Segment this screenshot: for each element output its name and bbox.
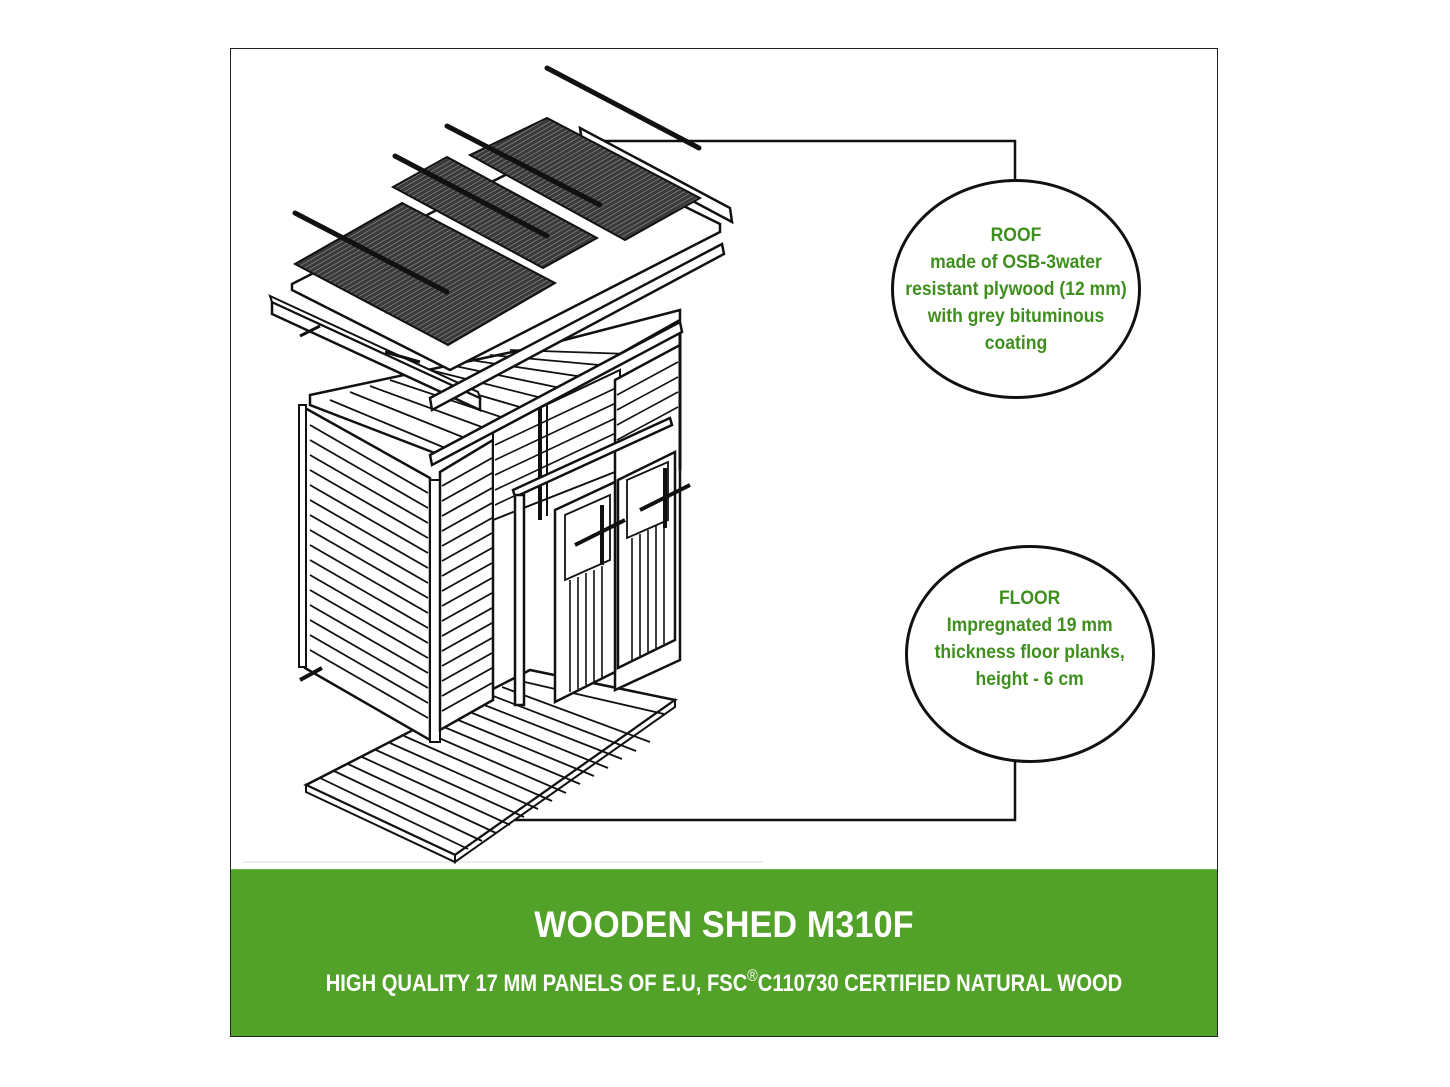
floor-callout-line: height - 6 cm	[975, 668, 1085, 690]
roof-trims	[292, 65, 702, 295]
registered-mark: ®	[747, 966, 758, 985]
double-doors	[511, 330, 691, 707]
roof-panel-3	[467, 116, 703, 242]
roof-callout-text: ROOF made of OSB-3water resistant plywoo…	[905, 222, 1126, 357]
roof-trim-2	[392, 153, 550, 239]
floor-connector-line	[470, 760, 1017, 822]
roof-callout: ROOF made of OSB-3water resistant plywoo…	[891, 179, 1141, 399]
front-wall	[438, 368, 621, 733]
floor-callout-title: FLOOR	[999, 587, 1061, 609]
top-plate-frame	[308, 308, 684, 467]
subtitle-part-2: C110730 CERTIFIED NATURAL WOOD	[757, 970, 1123, 997]
floor-callout-text: FLOOR Impregnated 19 mm thickness floor …	[935, 585, 1125, 693]
roof-trim-3	[444, 123, 603, 208]
product-subtitle: HIGH QUALITY 17 MM PANELS OF E.U, FSC®C1…	[310, 966, 1138, 998]
roof-callout-title: ROOF	[990, 223, 1042, 246]
roof-panels	[292, 116, 703, 347]
floor-deck	[303, 668, 679, 864]
roof-callout-line: with grey bituminous	[927, 304, 1105, 327]
subtitle-part-1: HIGH QUALITY 17 MM PANELS OF E.U, FSC	[325, 970, 748, 997]
roof-callout-line: resistant plywood (12 mm)	[905, 277, 1127, 300]
floor-callout-line: Impregnated 19 mm	[947, 614, 1113, 636]
floor-callout: FLOOR Impregnated 19 mm thickness floor …	[905, 545, 1155, 763]
product-title: WOODEN SHED M310F	[534, 904, 914, 945]
left-side-wall	[298, 404, 441, 743]
roof-callout-line: made of OSB-3water	[930, 250, 1102, 273]
title-banner: WOODEN SHED M310F HIGH QUALITY 17 MM PAN…	[231, 869, 1217, 1036]
faint-divider	[243, 861, 763, 863]
roof-panel-1	[292, 201, 558, 347]
roof-connector-line	[590, 139, 1017, 182]
roof-callout-line: coating	[984, 331, 1048, 354]
roof-trim-1	[292, 210, 450, 295]
roof-panel-2	[390, 155, 600, 270]
roof-trim-4	[544, 65, 702, 151]
floor-callout-line: thickness floor planks,	[934, 641, 1126, 663]
